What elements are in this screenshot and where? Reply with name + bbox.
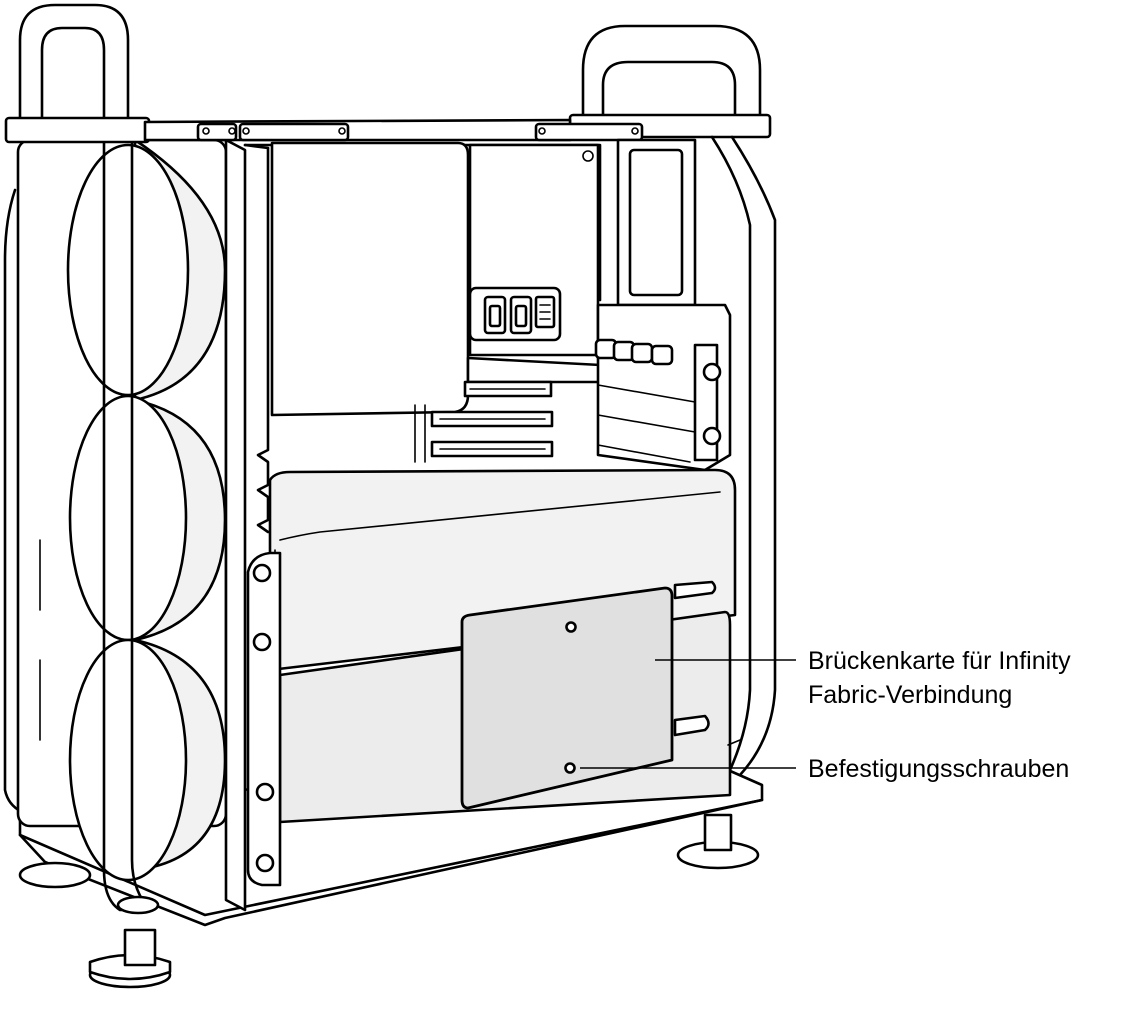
bridge-card-label-line1: Brückenkarte für Infinity (808, 647, 1071, 675)
fan-module (16, 138, 247, 912)
right-handle (568, 24, 777, 777)
io-card (270, 141, 600, 417)
mounting-screws-label: Befestigungsschrauben (808, 755, 1070, 783)
bridge-card-screw-bottom (564, 762, 576, 774)
left-frame-rail (3, 188, 24, 814)
left-handle (4, 3, 160, 915)
slot-bracket (594, 138, 732, 472)
pcie-slots (414, 356, 697, 463)
chassis-feet (18, 813, 760, 989)
bridge-card-label: Brückenkarte für Infinity Fabric-Verbind… (808, 644, 1071, 712)
mounting-rail (246, 551, 282, 887)
bridge-card-screw-top (565, 621, 577, 633)
bridge-card-label-line2: Fabric-Verbindung (808, 681, 1013, 709)
bridge-card (460, 586, 674, 810)
top-rail (143, 118, 644, 142)
